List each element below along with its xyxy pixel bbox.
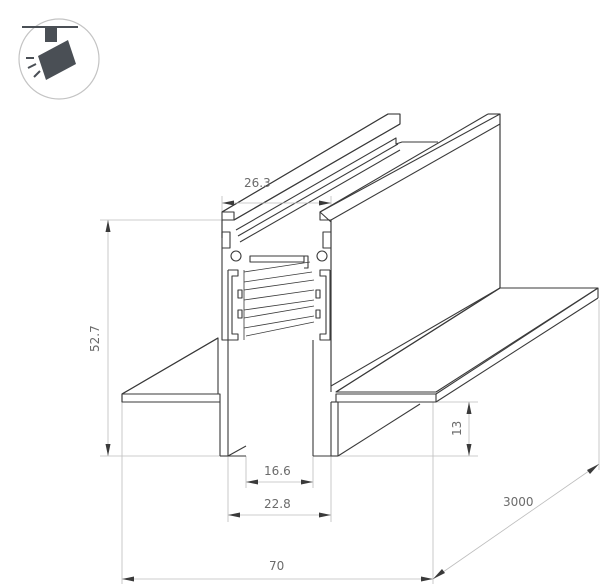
label-inner-slot: 16.6 [264, 464, 291, 478]
label-length: 3000 [503, 495, 534, 509]
dimension-top-width: 26.3 [222, 176, 331, 206]
profile-body [121, 113, 599, 457]
dimension-outer-slot: 22.8 [228, 497, 331, 518]
label-outer-slot: 22.8 [264, 497, 291, 511]
label-flange-height: 13 [450, 421, 464, 436]
dimension-flange-height: 13 [450, 402, 472, 456]
label-height: 52.7 [88, 325, 102, 352]
dimension-total-width: 70 [122, 559, 433, 582]
label-top-width: 26.3 [244, 176, 271, 190]
dimension-inner-slot: 16.6 [246, 464, 313, 485]
label-total-width: 70 [269, 559, 284, 573]
dimension-length: 3000 [432, 463, 600, 580]
track-spotlight-icon [18, 18, 100, 100]
extension-lines [100, 196, 600, 584]
dimension-height: 52.7 [88, 220, 111, 456]
